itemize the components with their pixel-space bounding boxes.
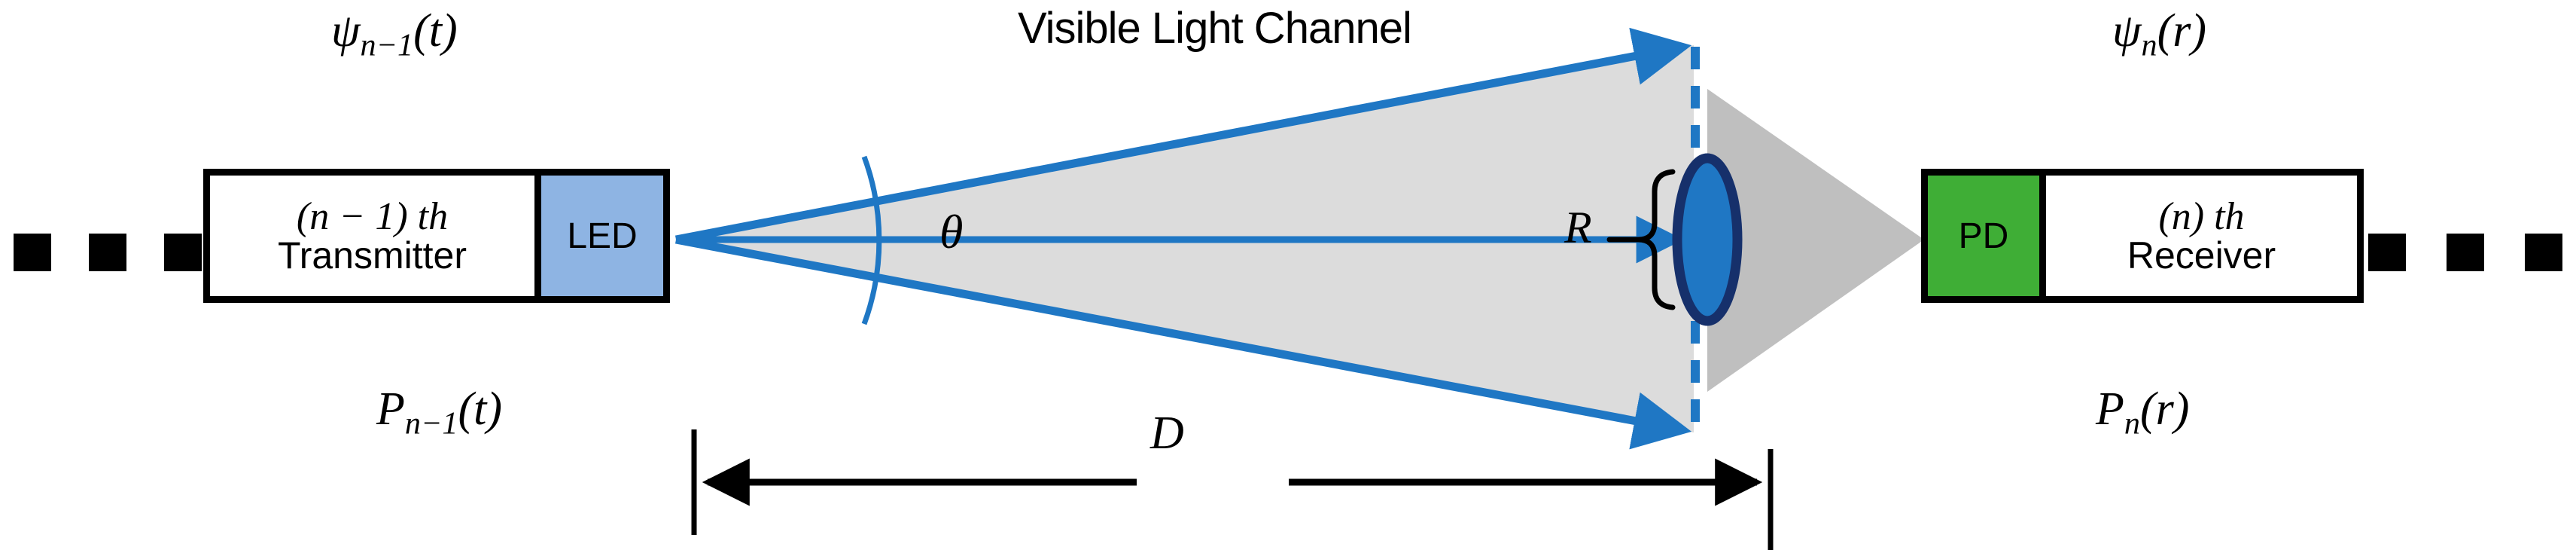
beam-upper-ray — [674, 27, 1692, 244]
pd-module[interactable]: PD — [1928, 176, 2046, 296]
psi-symbol: ψ — [2112, 5, 2142, 57]
power-argument: (t) — [458, 383, 503, 435]
receiver-body: (n) th Receiver — [2046, 176, 2357, 296]
receiver-box[interactable]: PD (n) th Receiver — [1921, 169, 2364, 303]
psi-argument: (r) — [2157, 5, 2207, 57]
channel-title: Visible Light Channel — [1018, 4, 1412, 53]
transmitter-box[interactable]: (n − 1) th Transmitter LED — [203, 169, 670, 303]
ellipsis-square — [2447, 234, 2484, 271]
led-label: LED — [567, 215, 638, 256]
power-argument: (r) — [2139, 383, 2190, 435]
pd-label: PD — [1958, 215, 2009, 256]
psi-subscript: n — [2141, 27, 2157, 63]
transmitter-index-label: (n − 1) th — [296, 194, 449, 238]
beam-angle-arc — [861, 155, 882, 325]
power-symbol: P — [2096, 383, 2124, 435]
ellipsis-right — [2368, 234, 2576, 279]
psi-symbol: ψ — [331, 5, 361, 57]
ellipsis-square — [2525, 234, 2562, 271]
lens-radius-label: R — [1564, 203, 1592, 252]
focusing-cone — [1707, 89, 1924, 392]
receiver-lens — [1672, 153, 1743, 326]
beam-lower-ray — [674, 235, 1692, 450]
power-symbol: P — [376, 383, 405, 435]
transmitter-signal-label: ψn−1(t) — [331, 8, 458, 62]
led-module[interactable]: LED — [534, 176, 663, 296]
ellipsis-square — [164, 234, 202, 271]
transmitter-body: (n − 1) th Transmitter — [210, 176, 534, 296]
emission-cone — [674, 45, 1694, 432]
power-subscript: n — [2124, 405, 2140, 442]
power-subscript: n−1 — [404, 405, 458, 442]
receiver-name-label: Receiver — [2127, 234, 2276, 277]
receiver-signal-label: ψn(r) — [2112, 8, 2206, 62]
ellipsis-left — [14, 234, 209, 279]
transmitter-power-label: Pn−1(t) — [376, 386, 502, 440]
transmitter-name-label: Transmitter — [278, 234, 467, 277]
receiver-power-label: Pn(r) — [2096, 386, 2189, 440]
ellipsis-square — [2368, 234, 2406, 271]
receiver-index-label: (n) th — [2158, 194, 2245, 238]
radius-brace — [1606, 169, 1676, 310]
beam-angle-label: θ — [939, 205, 964, 258]
distance-label: D — [1150, 408, 1184, 459]
ellipsis-square — [14, 234, 51, 271]
psi-argument: (t) — [413, 5, 458, 57]
ellipsis-square — [89, 234, 126, 271]
psi-subscript: n−1 — [360, 27, 414, 63]
